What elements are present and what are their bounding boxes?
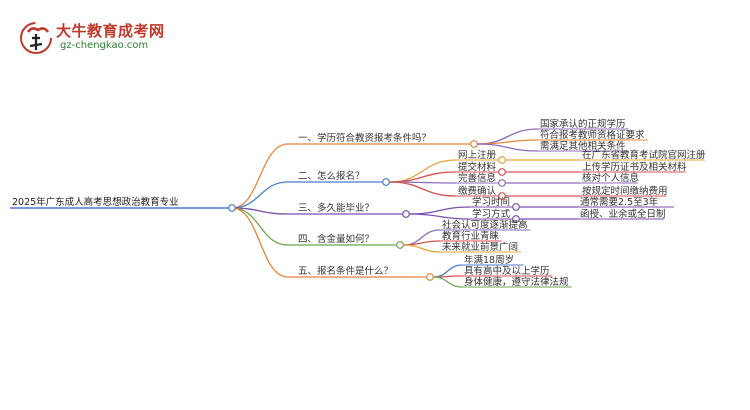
child-label: 国家承认的正规学历 — [540, 118, 626, 130]
branch-label: 一、学历符合教资报考条件吗？ — [298, 132, 431, 144]
child-label: 年满18周岁 — [464, 254, 514, 266]
child-label: 身体健康，遵守法律法规 — [464, 276, 569, 288]
detail-label: 通常需要2.5至3年 — [580, 196, 659, 208]
child-label: 需满足其他相关条件 — [540, 140, 626, 152]
child-label: 学习方式 — [472, 208, 511, 220]
child-label: 缴费确认 — [458, 185, 497, 197]
child-connector — [389, 171, 457, 183]
branch-connector — [231, 181, 289, 209]
child-label: 网上注册 — [458, 149, 497, 161]
brand-url: gz-chengkao.com — [60, 40, 149, 51]
child-connector — [389, 159, 457, 183]
branch-node — [402, 210, 410, 218]
child-connector — [477, 139, 539, 145]
child-node — [498, 179, 506, 187]
child-connector — [389, 181, 457, 197]
detail-label: 在广东省教育考试院官网注册 — [582, 149, 706, 161]
child-connector — [477, 143, 539, 152]
branch-node — [426, 273, 434, 281]
child-label: 符合报考教师资格证要求 — [540, 129, 645, 141]
brand-name: 大牛教育成考网 — [56, 22, 165, 40]
branch-label: 五、报名条件是什么？ — [298, 265, 393, 277]
child-node — [498, 156, 506, 164]
detail-label: 核对个人信息 — [582, 172, 639, 184]
child-connector — [433, 276, 463, 288]
child-connector — [409, 206, 471, 215]
detail-label: 函授、业余或全日制 — [580, 208, 666, 220]
child-label: 未来就业前景广阔 — [442, 241, 518, 253]
child-node — [498, 168, 506, 176]
detail-label: 上传学历证书及相关材料 — [582, 161, 687, 173]
child-label: 完善信息 — [458, 172, 496, 184]
branch-connector — [231, 143, 289, 209]
branch-node — [396, 241, 404, 249]
root-node — [228, 204, 236, 212]
branch-node — [382, 178, 390, 186]
branch-connector — [231, 207, 289, 246]
brand-logo: 大牛教育成考网 gz-chengkao.com — [18, 18, 168, 58]
detail-label: 按规定时间缴纳费用 — [582, 185, 668, 197]
branch-label: 二、怎么报名？ — [298, 170, 365, 182]
child-node — [512, 203, 520, 211]
branch-node — [470, 140, 478, 148]
child-label: 教育行业青睐 — [442, 230, 500, 242]
child-connector — [403, 244, 441, 253]
child-connector — [433, 264, 463, 278]
branch-label: 三、多久能毕业？ — [298, 202, 374, 214]
root-topic: 2025年广东成人高考思想政治教育专业 — [12, 196, 179, 208]
bull-logo-icon — [20, 22, 52, 54]
branch-label: 四、含金量如何？ — [298, 233, 374, 245]
branch-connector — [231, 207, 289, 278]
child-connector — [403, 240, 441, 246]
child-connector — [409, 213, 471, 220]
child-label: 社会认可度逐渐提高 — [442, 219, 528, 231]
child-label: 提交材料 — [458, 161, 497, 173]
child-label: 具有高中及以上学历 — [464, 265, 550, 277]
child-label: 学习时间 — [472, 196, 510, 208]
